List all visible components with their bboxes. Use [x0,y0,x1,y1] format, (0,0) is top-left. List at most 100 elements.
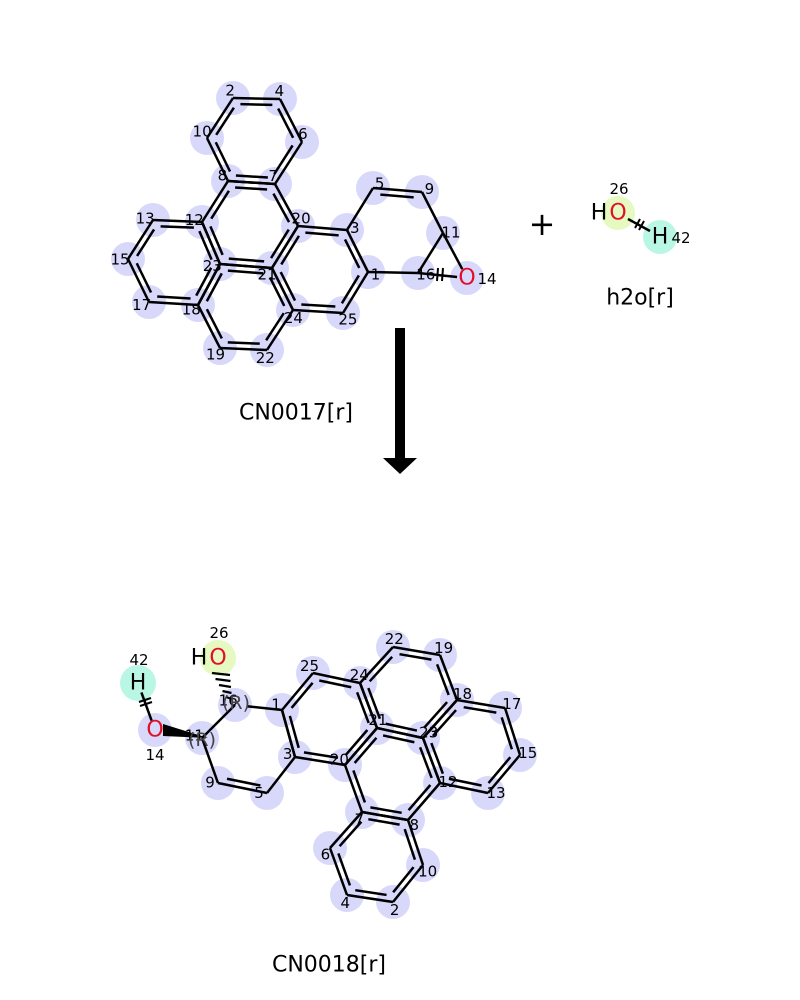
atom-number: 24 [350,666,369,684]
bond [392,864,424,903]
h42-highlight [120,665,156,701]
bond [201,704,236,739]
bond [329,811,363,849]
bond [328,847,349,896]
bond [341,271,370,314]
double-bond-line [305,231,339,237]
double-bond-line [403,828,417,861]
bond [416,232,445,274]
double-bond-line [423,701,449,729]
double-bond-line [290,681,314,709]
bond [358,682,379,729]
atom-number: 25 [338,310,357,328]
atom-number: 23 [419,723,438,741]
atom-number: 9 [205,774,215,792]
double-bond-line [273,144,294,175]
atom-number: 12 [438,773,457,791]
bond [422,699,458,739]
double-bond-line [240,102,273,107]
bond [232,96,281,101]
double-bond-line [215,106,235,136]
o26-number: 26 [209,624,228,642]
double-bond-line [385,722,418,732]
bond [372,186,423,194]
hash-bond [215,677,231,683]
double-bond-line [370,806,402,815]
atom-number: 21 [368,711,387,729]
bond [278,98,304,143]
atom-number: 17 [502,695,521,713]
bond-hash-mark [138,697,152,703]
o14-number: 14 [145,746,164,764]
bond [297,224,348,232]
bond [126,219,155,260]
atom-number: 2 [225,82,235,100]
water-h-symbol: H [591,201,608,226]
bond [294,755,346,767]
double-bond-line [418,746,433,779]
atom-number: 1 [371,266,381,284]
double-bond-line [210,190,230,220]
double-bond-line [430,742,445,775]
bond [367,270,419,275]
atom-number: 9 [425,180,435,198]
atom-number: 23 [203,257,222,275]
double-bond-line [209,225,224,256]
bond [439,781,489,795]
bond [292,308,344,315]
atom-number: 8 [410,816,420,834]
oxygen-highlight [450,261,484,295]
water-o-symbol: O [609,201,626,226]
double-bond-line [319,679,352,689]
reaction-arrow-head [383,458,417,474]
bond [126,258,151,303]
double-bond-line [343,238,361,269]
double-bond-line [407,784,432,811]
double-bond-line [205,272,223,302]
bond [438,654,459,701]
atom-number: 4 [275,82,285,100]
bond [148,300,199,307]
hash-bond [222,689,232,695]
bond [219,262,273,270]
oxygen-symbol: O [458,266,475,291]
bond [376,726,424,740]
bond [392,645,441,657]
reaction-arrow-shaft [395,328,405,459]
bond [281,672,314,711]
bond [346,893,394,904]
double-bond-line [355,691,370,724]
double-bond-line [368,817,400,826]
double-bond-line [337,853,352,886]
double-bond-line [352,770,367,803]
atom-number: 6 [321,846,331,864]
double-bond-line [227,341,260,345]
bond [345,187,375,231]
double-bond-line [227,269,264,275]
double-bond-line [214,141,232,173]
atom-highlight [111,242,145,276]
atom-number: 10 [418,863,437,881]
atom-number: 21 [258,265,277,283]
atom-number: 13 [486,784,505,802]
atom-number: 22 [256,349,275,367]
bond [200,221,222,265]
atom-number: 11 [185,727,204,745]
atom-number: 11 [441,223,460,241]
water-oxygen-highlight [601,196,635,230]
o14-highlight [138,713,172,747]
atom-number: 17 [132,296,151,314]
double-bond-line [228,257,265,263]
double-bond-line [265,312,285,342]
water-h-number: 42 [671,229,690,247]
double-bond-line [340,274,360,304]
bond [456,698,506,710]
atom-number: 5 [375,174,385,192]
bond [265,309,295,351]
double-bond-line [448,777,482,787]
bond [200,180,230,223]
bond-hash-mark [441,267,444,282]
wedge-bond [163,724,208,738]
bond [200,737,220,784]
double-bond-line [269,228,290,259]
